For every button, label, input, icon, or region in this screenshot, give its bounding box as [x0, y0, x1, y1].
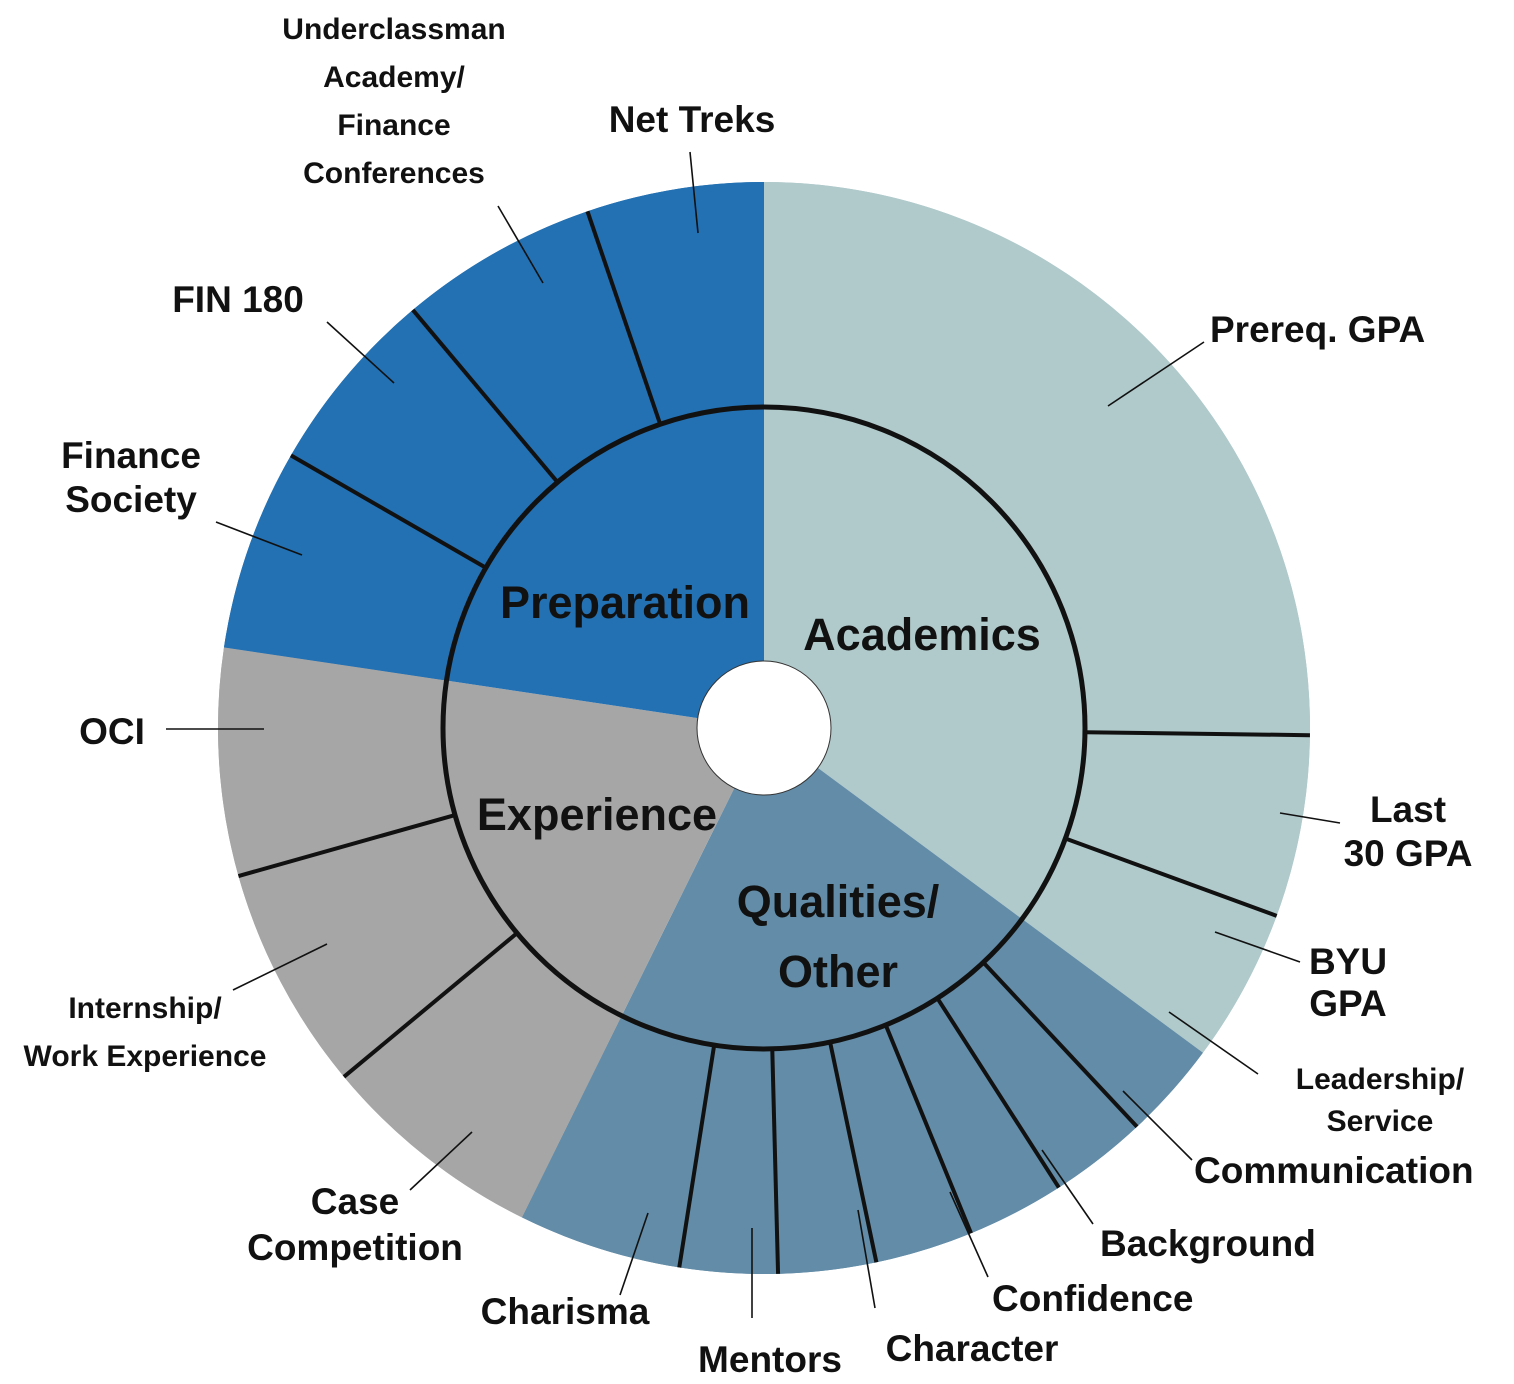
inner-label-line: Other — [778, 946, 898, 997]
outer-label-line: Finance — [337, 109, 450, 142]
outer-separator — [585, 210, 663, 425]
leader-case-competition — [409, 1131, 473, 1191]
leader-background — [1041, 1149, 1094, 1225]
outer-label-line: Background — [1100, 1223, 1316, 1264]
inner-label-line: Academics — [803, 609, 1041, 660]
outer-label-line: Competition — [247, 1227, 463, 1268]
outer-label-character: Character — [886, 1328, 1059, 1369]
inner-label-experience: Experience — [477, 789, 717, 840]
outer-label-prereq-gpa: Prereq. GPA — [1210, 309, 1425, 350]
outer-label-line: Leadership/ — [1296, 1063, 1465, 1096]
inner-ring-outline — [440, 404, 1088, 1052]
leader-underclassman-academy-finance-conferences — [497, 205, 544, 284]
outer-label-line: Academy/ — [323, 61, 465, 94]
outer-label-line: Underclassman — [282, 13, 505, 46]
outer-label-line: Internship/ — [68, 992, 222, 1025]
leader-byu-gpa — [1214, 931, 1301, 963]
outer-label-line: BYU — [1309, 941, 1387, 982]
leader-communication — [1122, 1090, 1193, 1161]
outer-label-mentors: Mentors — [698, 1339, 842, 1380]
outer-separator — [935, 997, 1061, 1189]
outer-label-line: GPA — [1309, 983, 1386, 1024]
outer-label-line: FIN 180 — [172, 279, 304, 320]
outer-separator — [1084, 730, 1310, 738]
outer-label-internship-work-experience: Internship/Work Experience — [24, 992, 267, 1073]
outer-separator — [237, 813, 456, 878]
outer-label-line: Finance — [61, 435, 201, 476]
outer-label-line: Case — [311, 1181, 399, 1222]
outer-separator — [342, 931, 519, 1079]
outer-separator — [828, 1041, 879, 1263]
leader-confidence — [949, 1191, 989, 1278]
outer-label-line: Work Experience — [24, 1040, 267, 1073]
leader-fin-180 — [326, 321, 395, 384]
outer-label-leadership-service: Leadership/Service — [1296, 1063, 1465, 1138]
outer-label-line: Prereq. GPA — [1210, 309, 1425, 350]
outer-label-line: Mentors — [698, 1339, 842, 1380]
inner-label-academics: Academics — [803, 609, 1041, 660]
separators — [237, 210, 1310, 1274]
inner-wedge-academics — [764, 182, 1310, 1053]
outer-label-line: 30 GPA — [1344, 833, 1473, 874]
leader-charisma — [619, 1212, 649, 1296]
leader-character — [857, 1209, 876, 1309]
outer-label-line: Service — [1327, 1105, 1434, 1138]
outer-label-line: Character — [886, 1328, 1059, 1369]
leader-lines — [166, 151, 1341, 1318]
outer-label-oci: OCI — [79, 711, 145, 752]
leader-last-30-gpa — [1279, 812, 1341, 824]
leader-leadership-service — [1168, 1011, 1259, 1075]
outer-label-line: Charisma — [481, 1291, 650, 1332]
inner-wedge-preparation — [223, 182, 764, 719]
outer-label-background: Background — [1100, 1223, 1316, 1264]
outer-label-line: Conferences — [303, 157, 485, 190]
outer-separator — [981, 961, 1139, 1129]
center-hole — [696, 660, 832, 796]
inner-label-line: Preparation — [500, 577, 750, 628]
outer-label-line: Confidence — [992, 1278, 1193, 1319]
outer-separator — [289, 453, 487, 570]
outer-label-communication: Communication — [1194, 1150, 1474, 1191]
inner-label-line: Experience — [477, 789, 717, 840]
inner-label-preparation: Preparation — [500, 577, 750, 628]
inner-label-qualities-other: Qualities/Other — [737, 876, 940, 997]
outer-separator — [1064, 836, 1278, 918]
leader-finance-society — [215, 521, 303, 556]
outer-separator — [883, 1024, 973, 1234]
outer-label-line: Net Treks — [609, 99, 776, 140]
outer-separator — [770, 1048, 781, 1274]
outer-label-confidence: Confidence — [992, 1278, 1193, 1319]
outer-label-line: Communication — [1194, 1150, 1474, 1191]
outer-separator — [411, 308, 560, 484]
outer-label-line: OCI — [79, 711, 145, 752]
outer-label-charisma: Charisma — [481, 1291, 650, 1332]
outer-separator — [677, 1044, 717, 1268]
leader-prereq-gpa — [1107, 341, 1205, 407]
leader-net-treks — [689, 151, 699, 234]
inner-label-line: Qualities/ — [737, 876, 940, 927]
outer-label-fin-180: FIN 180 — [172, 279, 304, 320]
outer-label-net-treks: Net Treks — [609, 99, 776, 140]
outer-label-line: Society — [65, 479, 197, 520]
outer-label-line: Last — [1370, 789, 1446, 830]
leader-internship-work-experience — [232, 943, 328, 991]
